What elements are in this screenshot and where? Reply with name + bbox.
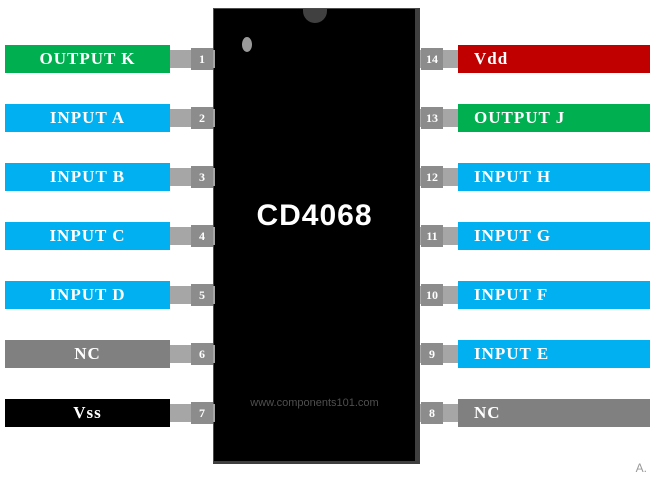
pin-label: INPUT E: [458, 340, 650, 368]
pin-label: OUTPUT K: [5, 45, 170, 73]
pin-label: OUTPUT J: [458, 104, 650, 132]
pin-row-3: INPUT B 3: [0, 163, 650, 193]
pin-label: INPUT H: [458, 163, 650, 191]
pin-row-4: INPUT C 4: [0, 222, 650, 252]
pin-number: 3: [191, 166, 213, 188]
pin-row-5: INPUT D 5: [0, 281, 650, 311]
pin-number: 4: [191, 225, 213, 247]
pin-number: 12: [421, 166, 443, 188]
pin-label: INPUT D: [5, 281, 170, 309]
pin-label: INPUT B: [5, 163, 170, 191]
pin-number: 7: [191, 402, 213, 424]
pin-label: Vdd: [458, 45, 650, 73]
pin-label: INPUT F: [458, 281, 650, 309]
pin1-indicator-icon: [242, 37, 252, 52]
pin-row-1: OUTPUT K 1: [0, 45, 650, 75]
pin-label: INPUT A: [5, 104, 170, 132]
pin-number: 8: [421, 402, 443, 424]
pin-row-9: 9 INPUT E: [0, 340, 650, 370]
pin-row-13: 13 OUTPUT J: [0, 104, 650, 134]
pin-row-2: INPUT A 2: [0, 104, 650, 134]
pin-number: 1: [191, 48, 213, 70]
pin-number: 10: [421, 284, 443, 306]
pin-number: 9: [421, 343, 443, 365]
notch-icon: [302, 9, 327, 23]
pin-row-6: NC 6: [0, 340, 650, 370]
pin-number: 14: [421, 48, 443, 70]
pin-number: 5: [191, 284, 213, 306]
pin-label: Vss: [5, 399, 170, 427]
pin-label: NC: [5, 340, 170, 368]
pin-row-7: Vss 7: [0, 399, 650, 429]
pin-label: INPUT G: [458, 222, 650, 250]
ic-body: CD4068 www.components101.com: [213, 8, 420, 464]
corner-note: A.: [635, 461, 647, 475]
pin-number: 13: [421, 107, 443, 129]
pin-row-14: 14 Vdd: [0, 45, 650, 75]
pin-row-11: 11 INPUT G: [0, 222, 650, 252]
watermark: www.components101.com: [250, 397, 379, 409]
pin-number: 6: [191, 343, 213, 365]
pin-row-8: 8 NC: [0, 399, 650, 429]
pin-row-12: 12 INPUT H: [0, 163, 650, 193]
pin-label: NC: [458, 399, 650, 427]
pin-number: 11: [421, 225, 443, 247]
pin-row-10: 10 INPUT F: [0, 281, 650, 311]
chip-title: CD4068: [256, 199, 373, 232]
pin-number: 2: [191, 107, 213, 129]
pin-label: INPUT C: [5, 222, 170, 250]
